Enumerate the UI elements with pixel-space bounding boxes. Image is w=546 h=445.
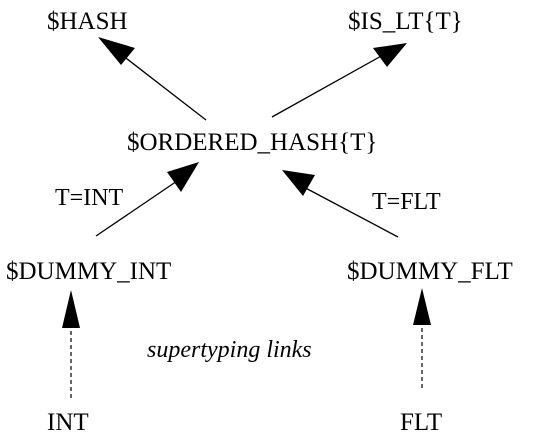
edge-label-t-flt: T=FLT xyxy=(372,189,441,215)
arrowhead-hash xyxy=(98,37,135,65)
node-int: INT xyxy=(47,409,89,436)
annotation-supertyping-links: supertyping links xyxy=(147,337,312,363)
arrowhead-ordered-hash-right xyxy=(282,170,315,196)
edge-dummy-int-to-ordered-hash xyxy=(95,176,184,237)
arrowhead-ordered-hash-left xyxy=(167,162,199,192)
arrowhead-dummy-flt xyxy=(413,288,431,325)
edge-dummy-flt-to-ordered-hash xyxy=(297,183,399,238)
node-hash: $HASH xyxy=(47,8,128,35)
node-flt: FLT xyxy=(400,409,443,436)
edge-ordered-hash-to-hash xyxy=(121,54,207,121)
edge-label-t-int: T=INT xyxy=(55,185,124,211)
edge-ordered-hash-to-is-lt xyxy=(271,54,384,118)
arrowhead-is-lt xyxy=(373,43,407,67)
node-is-lt: $IS_LT{T} xyxy=(348,8,463,35)
node-dummy-int: $DUMMY_INT xyxy=(6,258,172,285)
arrowhead-dummy-int xyxy=(62,290,80,328)
node-dummy-flt: $DUMMY_FLT xyxy=(347,258,513,285)
node-ordered-hash: $ORDERED_HASH{T} xyxy=(127,129,378,156)
